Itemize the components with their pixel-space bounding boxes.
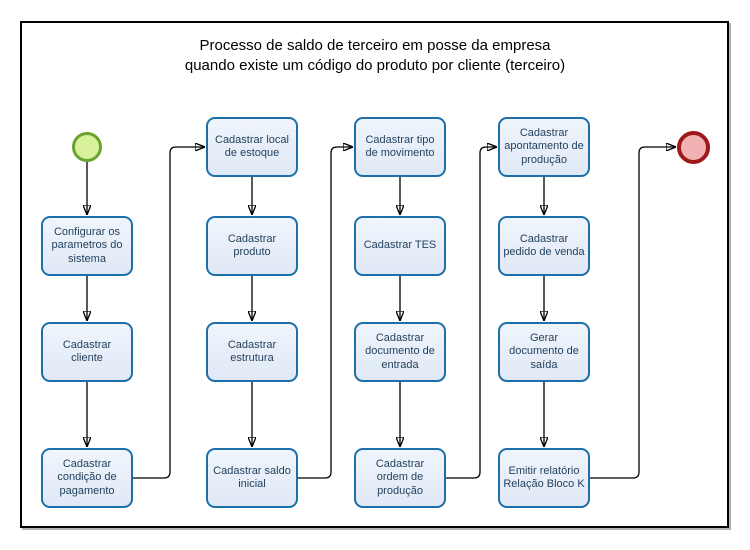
task-label: Cadastrar estrutura	[227, 338, 277, 365]
task-label: Cadastrar pedido de venda	[503, 232, 585, 259]
task-configurar-parametros-sistema[interactable]: Configurar os parametros do sistema	[41, 216, 133, 276]
task-label: Emitir relatório Relação Bloco K	[503, 464, 585, 491]
task-cadastrar-cliente[interactable]: Cadastrar cliente	[41, 322, 133, 382]
task-label: Cadastrar ordem de produção	[375, 457, 425, 497]
task-label: Gerar documento de saída	[509, 331, 579, 371]
task-cadastrar-produto[interactable]: Cadastrar produto	[206, 216, 298, 276]
task-cadastrar-tes[interactable]: Cadastrar TES	[354, 216, 446, 276]
task-label: Cadastrar tipo de movimento	[365, 133, 435, 160]
task-emitir-relatorio-relacao-bloco-k[interactable]: Emitir relatório Relação Bloco K	[498, 448, 590, 508]
task-label: Cadastrar saldo inicial	[213, 464, 291, 491]
task-label: Cadastrar local de estoque	[215, 133, 289, 160]
task-cadastrar-pedido-venda[interactable]: Cadastrar pedido de venda	[498, 216, 590, 276]
end-event[interactable]	[677, 131, 710, 164]
task-label: Configurar os parametros do sistema	[51, 225, 123, 265]
task-cadastrar-local-estoque[interactable]: Cadastrar local de estoque	[206, 117, 298, 177]
task-label: Cadastrar documento de entrada	[365, 331, 435, 371]
task-cadastrar-condicao-pagamento[interactable]: Cadastrar condição de pagamento	[41, 448, 133, 508]
task-label: Cadastrar condição de pagamento	[57, 457, 117, 497]
task-gerar-documento-saida[interactable]: Gerar documento de saída	[498, 322, 590, 382]
diagram-title: Processo de saldo de terceiro em posse d…	[20, 36, 730, 76]
task-cadastrar-tipo-movimento[interactable]: Cadastrar tipo de movimento	[354, 117, 446, 177]
task-cadastrar-documento-entrada[interactable]: Cadastrar documento de entrada	[354, 322, 446, 382]
task-cadastrar-apontamento-producao[interactable]: Cadastrar apontamento de produção	[498, 117, 590, 177]
task-label: Cadastrar cliente	[62, 338, 112, 365]
diagram-title-line1: Processo de saldo de terceiro em posse d…	[199, 37, 551, 54]
task-label: Cadastrar apontamento de produção	[504, 126, 584, 166]
start-event[interactable]	[72, 132, 102, 162]
task-label: Cadastrar TES	[363, 239, 437, 252]
task-cadastrar-saldo-inicial[interactable]: Cadastrar saldo inicial	[206, 448, 298, 508]
task-cadastrar-estrutura[interactable]: Cadastrar estrutura	[206, 322, 298, 382]
diagram-title-line2: quando existe um código do produto por c…	[184, 57, 566, 74]
task-label: Cadastrar produto	[227, 232, 277, 259]
task-cadastrar-ordem-producao[interactable]: Cadastrar ordem de produção	[354, 448, 446, 508]
